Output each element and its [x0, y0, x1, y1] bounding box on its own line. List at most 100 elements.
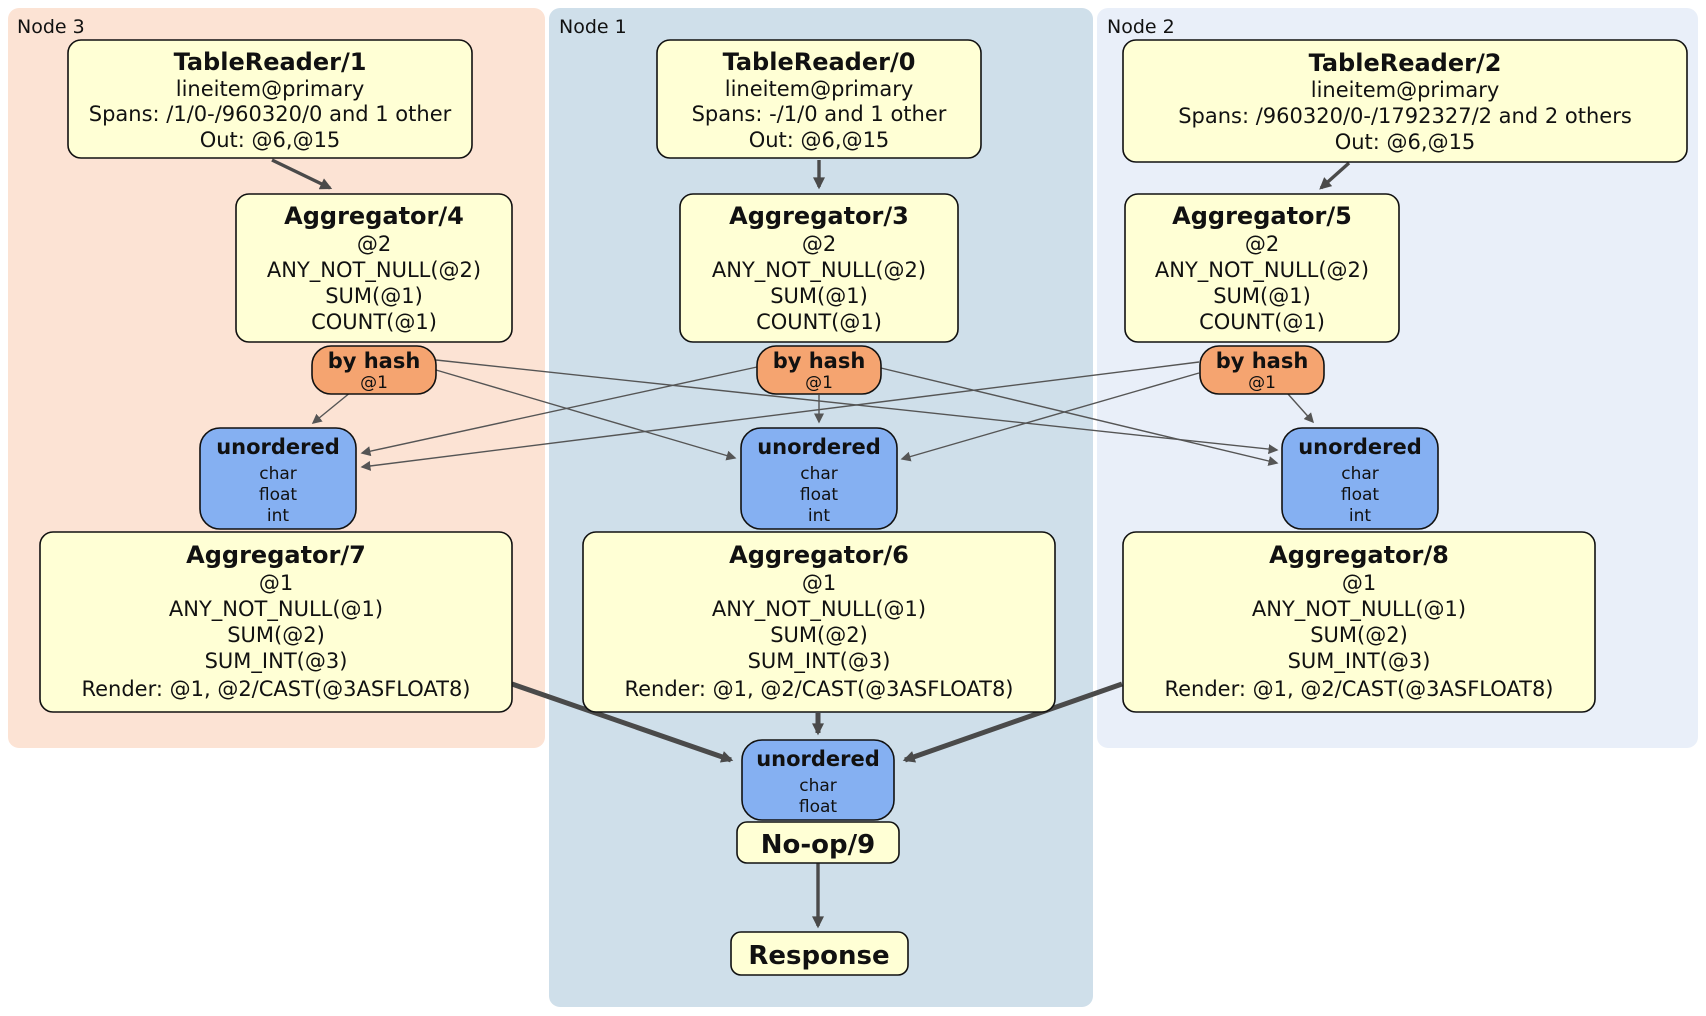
aggregator8-line: SUM_INT(@3)	[1288, 649, 1431, 674]
byhash-node2: by hash @1	[1199, 345, 1325, 395]
tablereader0-line: Spans: -/1/0 and 1 other	[692, 102, 947, 126]
noop9-title: No-op/9	[761, 830, 875, 860]
aggregator3-rect	[679, 193, 959, 343]
noop9-box: No-op/9	[736, 821, 900, 864]
edge-tablereader2-aggregator5	[1319, 161, 1351, 190]
edge-byhash1-unordered3	[360, 366, 758, 457]
aggregator6-line: SUM(@2)	[770, 623, 868, 647]
aggregator3-line: @2	[802, 232, 836, 256]
unordered-final-title: unordered	[756, 747, 880, 771]
tablereader2-box: TableReader/2 lineitem@primary Spans: /9…	[1122, 39, 1688, 163]
byhash2-rect	[1199, 345, 1325, 395]
aggregator8-line: ANY_NOT_NULL(@1)	[1252, 597, 1466, 622]
tablereader2-line: Spans: /960320/0-/1792327/2 and 2 others	[1178, 104, 1632, 128]
byhash2-title: by hash	[1216, 349, 1309, 373]
unordered3-item: char	[259, 464, 297, 484]
aggregator3-line: COUNT(@1)	[756, 310, 882, 334]
aggregator6-line: Render: @1, @2/CAST(@3ASFLOAT8)	[624, 677, 1013, 701]
aggregator7-line: Render: @1, @2/CAST(@3ASFLOAT8)	[81, 677, 470, 701]
unordered1-item: float	[800, 485, 839, 505]
unordered1-rect	[740, 427, 898, 530]
noop9-rect	[736, 821, 900, 864]
tablereader2-title: TableReader/2	[1309, 49, 1502, 77]
tablereader0-box: TableReader/0 lineitem@primary Spans: -/…	[656, 39, 982, 159]
aggregator6-line: ANY_NOT_NULL(@1)	[712, 597, 926, 622]
tablereader0-line: lineitem@primary	[725, 77, 914, 101]
unordered3-item: float	[259, 485, 298, 505]
unordered-final-rect	[741, 739, 895, 821]
tablereader2-rect	[1122, 39, 1688, 163]
unordered1-item: int	[808, 506, 830, 526]
edge-aggregator8-unordered-final	[902, 681, 1123, 763]
edge-aggregator7-unordered-final	[511, 681, 734, 763]
flow-edges	[271, 158, 1351, 929]
region-label-node2: Node 2	[1107, 16, 1175, 38]
unordered1-title: unordered	[757, 435, 881, 459]
aggregator7-line: ANY_NOT_NULL(@1)	[169, 597, 383, 622]
aggregator6-title: Aggregator/6	[729, 541, 909, 569]
aggregator5-line: ANY_NOT_NULL(@2)	[1155, 258, 1369, 283]
edge-byhash2-unordered1	[900, 372, 1200, 462]
aggregator7-rect	[39, 531, 513, 713]
byhash3-rect	[311, 345, 437, 395]
unordered1-item: char	[800, 464, 838, 484]
aggregator4-rect	[235, 193, 513, 343]
aggregator7-box: Aggregator/7 @1 ANY_NOT_NULL(@1) SUM(@2)…	[39, 531, 513, 713]
aggregator8-rect	[1122, 531, 1596, 713]
byhash1-detail: @1	[805, 373, 833, 393]
aggregator5-line: COUNT(@1)	[1199, 310, 1325, 334]
unordered-final-item: float	[799, 797, 838, 817]
unordered2-item: int	[1349, 506, 1371, 526]
aggregator4-line: ANY_NOT_NULL(@2)	[267, 258, 481, 283]
tablereader2-line: lineitem@primary	[1311, 78, 1500, 102]
aggregator7-line: SUM(@2)	[227, 623, 325, 647]
unordered3-title: unordered	[216, 435, 340, 459]
unordered-node2: unordered char float int	[1281, 427, 1439, 530]
unordered2-title: unordered	[1298, 435, 1422, 459]
aggregator6-box: Aggregator/6 @1 ANY_NOT_NULL(@1) SUM(@2)…	[582, 531, 1056, 713]
tablereader0-line: Out: @6,@15	[749, 128, 890, 152]
aggregator8-box: Aggregator/8 @1 ANY_NOT_NULL(@1) SUM(@2)…	[1122, 531, 1596, 713]
byhash1-rect	[756, 345, 882, 395]
region-label-node3: Node 3	[17, 16, 85, 38]
tablereader2-line: Out: @6,@15	[1335, 130, 1476, 154]
aggregator3-box: Aggregator/3 @2 ANY_NOT_NULL(@2) SUM(@1)…	[679, 193, 959, 343]
edge-byhash2-unordered3	[360, 361, 1200, 471]
response-title: Response	[748, 941, 889, 971]
aggregator8-title: Aggregator/8	[1269, 541, 1449, 569]
aggregator4-line: @2	[357, 232, 391, 256]
unordered-final-item: char	[799, 776, 837, 796]
aggregator5-line: @2	[1245, 232, 1279, 256]
unordered-node3: unordered char float int	[199, 427, 357, 530]
aggregator7-line: @1	[259, 571, 293, 595]
aggregator3-line: ANY_NOT_NULL(@2)	[712, 258, 926, 283]
aggregator4-box: Aggregator/4 @2 ANY_NOT_NULL(@2) SUM(@1)…	[235, 193, 513, 343]
unordered2-item: char	[1341, 464, 1379, 484]
tablereader1-title: TableReader/1	[174, 48, 367, 76]
aggregator7-line: SUM_INT(@3)	[205, 649, 348, 674]
region-label-node1: Node 1	[559, 16, 627, 38]
byhash3-detail: @1	[360, 373, 388, 393]
tablereader0-rect	[656, 39, 982, 159]
response-rect	[730, 931, 909, 976]
unordered3-item: int	[267, 506, 289, 526]
byhash3-title: by hash	[328, 349, 421, 373]
unordered-final: unordered char float	[741, 739, 895, 821]
aggregator5-title: Aggregator/5	[1172, 202, 1352, 230]
edge-byhash3-unordered1	[435, 369, 737, 461]
tablereader1-line: lineitem@primary	[176, 77, 365, 101]
aggregator3-line: SUM(@1)	[770, 284, 868, 308]
aggregator5-box: Aggregator/5 @2 ANY_NOT_NULL(@2) SUM(@1)…	[1124, 193, 1400, 343]
unordered2-rect	[1281, 427, 1439, 530]
unordered2-item: float	[1341, 485, 1380, 505]
aggregator5-line: SUM(@1)	[1213, 284, 1311, 308]
unordered3-rect	[199, 427, 357, 530]
aggregator8-line: SUM(@2)	[1310, 623, 1408, 647]
unordered-node1: unordered char float int	[740, 427, 898, 530]
byhash2-detail: @1	[1248, 373, 1276, 393]
tablereader1-rect	[67, 39, 473, 159]
router-sync-edges	[311, 359, 1314, 471]
aggregator3-title: Aggregator/3	[729, 202, 909, 230]
aggregator8-line: @1	[1342, 571, 1376, 595]
